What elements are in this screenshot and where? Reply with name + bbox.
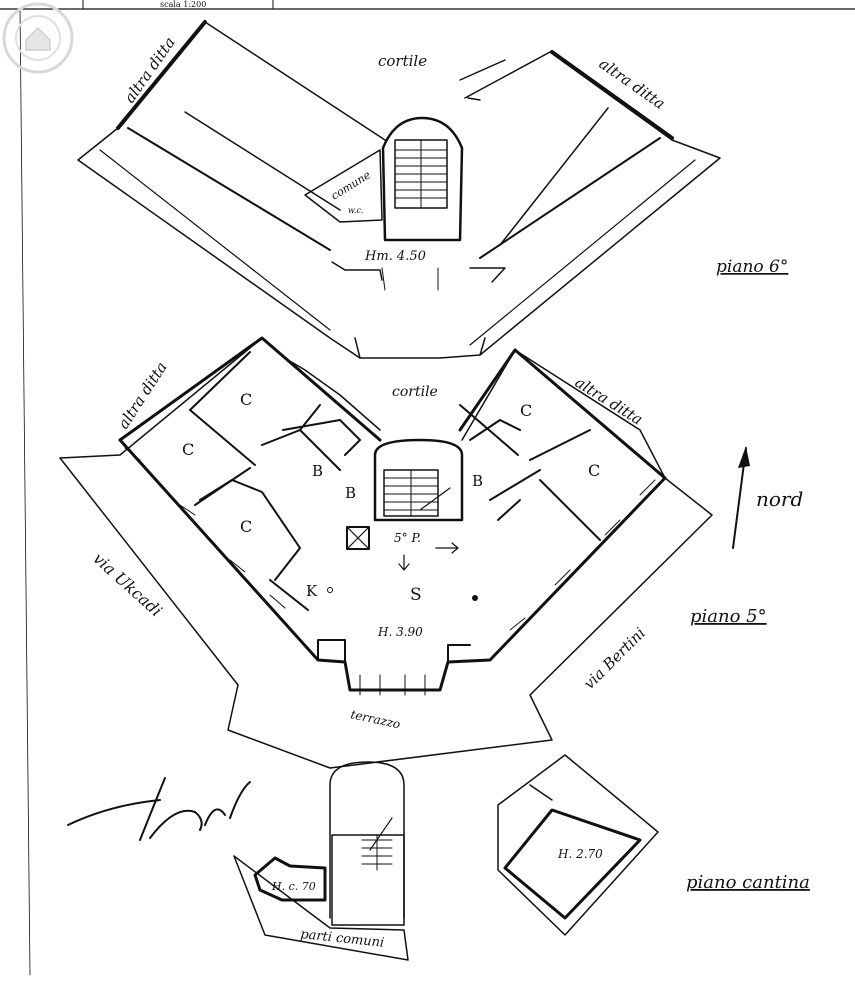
fifth-height-label: H. 3.90: [377, 625, 423, 639]
fifth-cortile-label: cortile: [392, 384, 438, 400]
scale-text: scala 1:200: [160, 0, 206, 9]
room-c: C: [588, 461, 600, 480]
room-c: C: [182, 440, 194, 459]
room-c: C: [240, 517, 252, 536]
fifth-floor-plan: C C C C C B B B K S 5° P. H. 3.90 cortil…: [59, 336, 767, 769]
room-b: B: [312, 462, 323, 480]
north-arrow-icon: nord: [732, 446, 803, 549]
header-strip: scala 1:200: [0, 0, 855, 976]
sixth-floor-title: piano 6°: [716, 257, 788, 277]
parti-comuni-label: parti comuni: [300, 927, 385, 951]
sixth-wc-label: w.c.: [348, 206, 363, 215]
fifth-altra-ditta-left: altra ditta: [114, 359, 171, 433]
terrazzo-label: terrazzo: [349, 707, 401, 731]
room-b: B: [345, 484, 356, 502]
street-label-left: via Ukcadi: [89, 549, 165, 621]
cellar-floor-title: piano cantina: [686, 872, 810, 893]
north-label: nord: [756, 487, 803, 511]
sixth-comune-label: comune: [329, 168, 374, 203]
fifth-altra-ditta-right: altra ditta: [572, 373, 646, 429]
fifth-floor-title: piano 5°: [690, 606, 767, 627]
sixth-height-label: Hm. 4.50: [364, 249, 426, 264]
cellar-height-right: H. 2.70: [557, 847, 603, 861]
room-b: B: [472, 472, 483, 490]
cellar-plan: H. c. 70 H. 2.70 parti comuni piano cant…: [233, 754, 810, 961]
signature: [67, 777, 251, 841]
room-s: S: [410, 585, 422, 605]
sixth-floor-plan: cortile altra ditta altra ditta comune w…: [77, 20, 788, 359]
cellar-height-left: H. c. 70: [271, 880, 316, 893]
sixth-cortile-label: cortile: [378, 52, 427, 70]
stair-label: 5° P.: [394, 531, 421, 545]
house-logo-icon: [2, 2, 74, 74]
room-c: C: [240, 390, 252, 409]
sixth-altra-ditta-right: altra ditta: [596, 55, 669, 113]
room-c: C: [520, 401, 532, 420]
sixth-altra-ditta-left: altra ditta: [121, 34, 179, 107]
room-k: K: [306, 582, 318, 600]
